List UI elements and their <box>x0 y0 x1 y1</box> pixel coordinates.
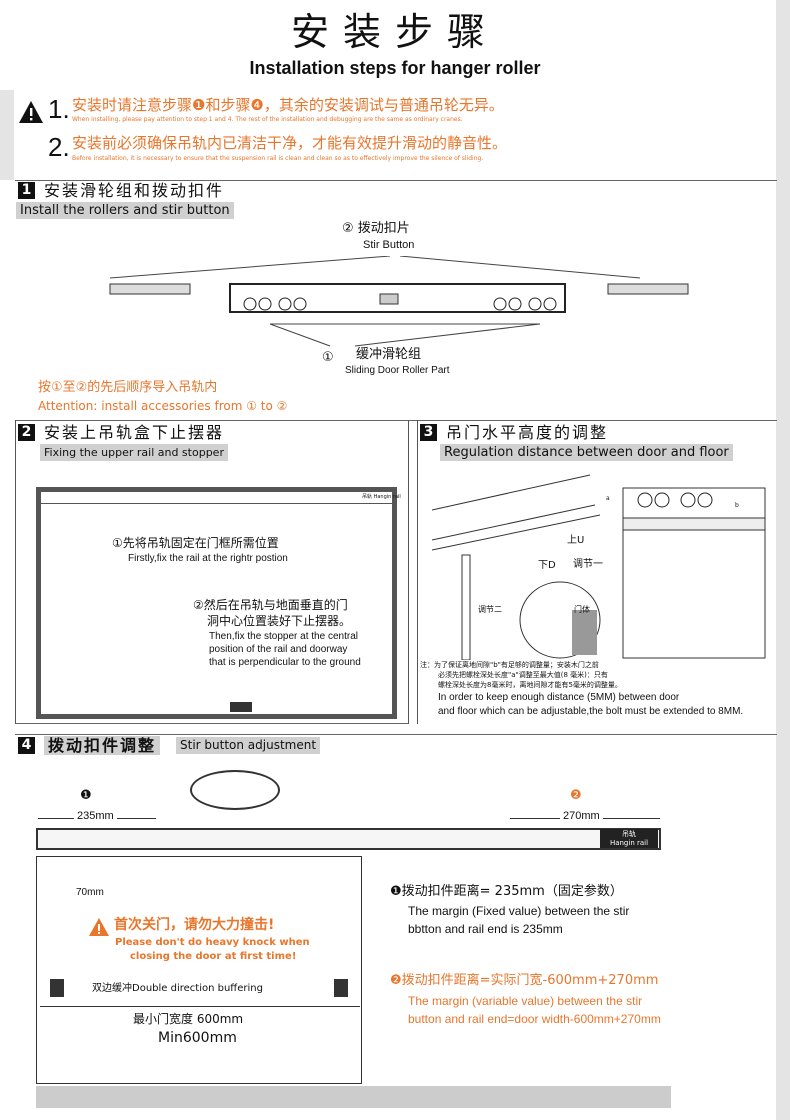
divider <box>15 420 777 421</box>
note-2-number: 2. <box>48 132 70 162</box>
param-2-en-1: The margin (variable value) between the … <box>408 994 643 1008</box>
buffer-label: 双边缓冲Double direction buffering <box>92 983 263 994</box>
step-2-panel-right-border <box>408 420 409 724</box>
left-buffer <box>50 979 64 997</box>
step-4-badge: 4 <box>18 737 35 754</box>
step-3-title: 吊门水平高度的调整 <box>446 423 609 442</box>
divider <box>15 180 777 181</box>
attention-en: Attention: install accessories from ① to… <box>38 399 288 413</box>
step-3-subtitle: Regulation distance between door and flo… <box>440 444 733 461</box>
door-frame-diagram <box>36 487 397 719</box>
dimension-70: 70mm <box>76 887 104 898</box>
param-1-en-2: bbtton and rail end is 235mm <box>408 922 563 936</box>
roller-label-cn: 缓冲滑轮组 <box>356 347 422 362</box>
step-2-instruction-2-en-1: Then,fix the stopper at the central <box>209 631 358 642</box>
note-1-cn: 安装时请注意步骤❶和步骤❹，其余的安装调试与普通吊轮无异。 <box>72 96 504 114</box>
step-2-instruction-1-cn: ①先将吊轨固定在门框所需位置 <box>112 536 279 550</box>
param-2-en-2: button and rail end=door width-600mm+270… <box>408 1012 661 1026</box>
divider <box>15 734 777 735</box>
step-3-badge: 3 <box>420 424 437 441</box>
roller-assembly-diagram <box>109 256 689 347</box>
right-buffer <box>334 979 348 997</box>
step-2-instruction-2-en-3: that is perpendicular to the ground <box>209 657 361 668</box>
param-1-cn: ❶拨动扣件距离= 235mm（固定参数） <box>390 884 623 899</box>
step-2-instruction-2-cn-2: 洞中心位置装好下止摆器。 <box>207 614 352 628</box>
door-diagram <box>36 856 362 1084</box>
rail <box>41 492 392 504</box>
step-2-badge: 2 <box>18 424 35 441</box>
note-1-en: When installing, please pay attention to… <box>72 116 463 123</box>
rail-tag-cn: 吊轨 <box>622 830 636 838</box>
adjust-2-label: 调节二 <box>478 605 502 614</box>
step-4-subtitle: Stir button adjustment <box>176 737 321 754</box>
rail-diagram <box>36 828 661 850</box>
rail-tag-en: Hangin rail <box>609 839 649 847</box>
step-2-panel-left-border <box>15 420 16 724</box>
rail-tag: 吊轨 Hangin rail <box>362 494 401 500</box>
right-margin-strip <box>776 0 790 1120</box>
attention-cn: 按①至②的先后顺序导入吊轨内 <box>38 380 218 395</box>
dimension-270: 270mm <box>560 810 603 824</box>
param-1-en-1: The margin (Fixed value) between the sti… <box>408 904 630 918</box>
warning-icon <box>89 918 109 936</box>
note-cn-1: 注：为了保证离地间隙"b"有足够的调整量；安装木门之前 <box>420 661 599 669</box>
roller-label-en: Sliding Door Roller Part <box>345 365 450 376</box>
door-label: 门体 <box>574 605 590 614</box>
page-subtitle: Installation steps for hanger roller <box>249 58 541 78</box>
note-en-1: In order to keep enough distance (5MM) b… <box>438 692 680 703</box>
step-2-instruction-2-en-2: position of the rail and doorway <box>209 644 348 655</box>
stir-button-label-cn: ② 拨动扣片 <box>342 221 410 236</box>
note-cn-3: 螺栓深处长度为8毫米时，离地间隙才能有5毫米的调整量。 <box>438 681 622 689</box>
width-dim-line <box>40 1006 360 1007</box>
note-en-2: and floor which can be adjustable,the bo… <box>438 706 744 717</box>
warning-en-1: Please don't do heavy knock when <box>115 937 310 948</box>
min-width-cn: 最小门宽度 600mm <box>133 1012 244 1026</box>
b-label: b <box>735 502 739 509</box>
warning-cn: 首次关门，请勿大力撞击! <box>114 917 275 933</box>
param-2-cn: ❷拨动扣件距离=实际门宽-600mm+270mm <box>390 973 659 988</box>
marker-1: ❶ <box>80 788 92 803</box>
floor-band <box>36 1086 671 1108</box>
roller-number: ① <box>322 350 334 365</box>
step-4-title: 拨动扣件调整 <box>44 736 161 755</box>
step-1-badge: 1 <box>18 182 35 199</box>
step-2-instruction-2-cn-1: ②然后在吊轨与地面垂直的门 <box>193 598 348 612</box>
page-title: 安装步骤 <box>290 10 499 54</box>
down-label: 下D <box>538 560 556 571</box>
stir-button-detail <box>190 770 280 810</box>
marker-2: ❷ <box>570 788 582 803</box>
warning-icon <box>19 101 43 123</box>
step-3-panel-left-border <box>417 420 418 724</box>
step-1-title: 安装滑轮组和拨动扣件 <box>44 181 225 200</box>
height-adjust-diagram <box>431 474 766 660</box>
step-2-instruction-1-en: Firstly,fix the rail at the rightr posti… <box>128 553 288 564</box>
step-1-subtitle: Install the rollers and stir button <box>16 202 234 219</box>
note-cn-2: 必须先把螺栓深处长度"a"调整至最大值(8 毫米)：只有 <box>438 671 608 679</box>
note-2-en: Before installation, it is necessary to … <box>72 155 484 162</box>
step-2-title: 安装上吊轨盒下止摆器 <box>44 423 225 442</box>
dimension-235: 235mm <box>74 810 117 824</box>
stir-button-label-en: Stir Button <box>363 239 415 251</box>
up-label: 上U <box>567 535 585 546</box>
warning-en-2: closing the door at first time! <box>130 951 297 962</box>
a-label: a <box>606 495 610 502</box>
step-2-panel-bottom-border <box>15 723 409 724</box>
stopper <box>230 702 252 712</box>
note-2-cn: 安装前必须确保吊轨内已清洁干净，才能有效提升滑动的静音性。 <box>72 134 508 152</box>
left-margin-strip <box>0 90 14 180</box>
note-1-number: 1. <box>48 94 70 124</box>
step-2-subtitle: Fixing the upper rail and stopper <box>40 444 228 461</box>
adjust-1-label: 调节一 <box>573 559 603 570</box>
min-width-en: Min600mm <box>158 1030 237 1046</box>
